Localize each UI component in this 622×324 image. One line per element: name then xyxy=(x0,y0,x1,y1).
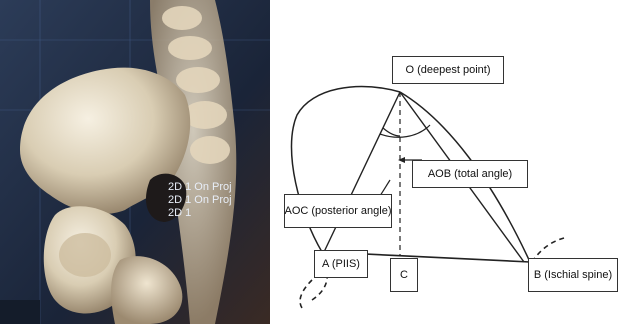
label-A: A (PIIS) xyxy=(314,250,368,278)
label-C: C xyxy=(390,258,418,292)
overlay-line-1: 2D 1 On Proj xyxy=(168,181,232,193)
overlay-line-3: 2D 1 xyxy=(168,207,191,219)
label-O: O (deepest point) xyxy=(392,56,504,84)
overlay-line-2: 2D 1 On Proj xyxy=(168,194,232,206)
line-OA xyxy=(324,92,400,252)
dashed-curve-left xyxy=(300,280,312,308)
arrowhead-aob xyxy=(398,157,405,163)
ct-pelvis-image: 2D 1 On Proj 2D 1 On Proj 2D 1 xyxy=(0,0,270,324)
arc-posterior-angle xyxy=(383,128,400,136)
label-B: B (Ischial spine) xyxy=(528,258,618,292)
femoral-head xyxy=(59,233,111,277)
label-AOC: AOC (posterior angle) xyxy=(284,194,392,228)
label-AOB: AOB (total angle) xyxy=(412,160,528,188)
dark-edge xyxy=(0,300,40,324)
